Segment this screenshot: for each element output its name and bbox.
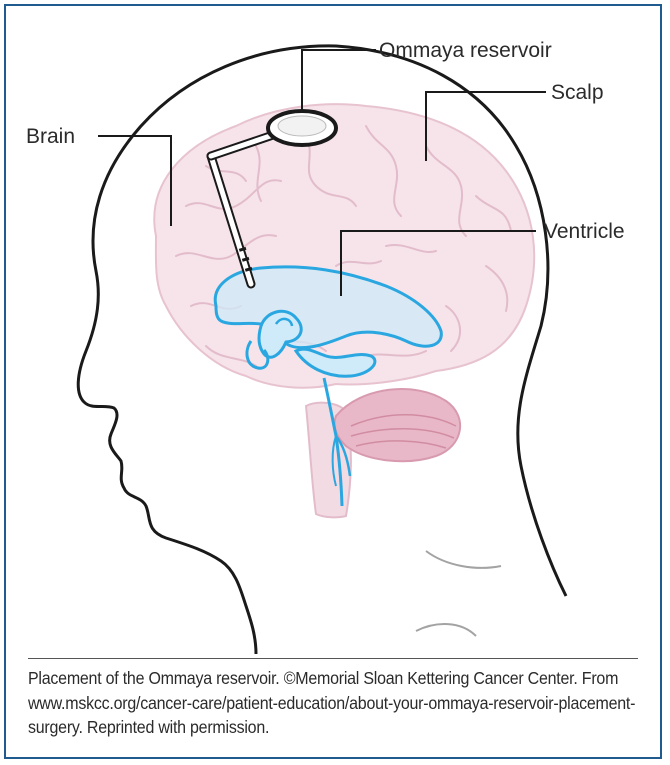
neck-line — [416, 624, 476, 636]
figure-frame: Ommaya reservoir Scalp Brain Ventricle P… — [4, 4, 662, 759]
brain-shape — [154, 104, 534, 388]
ear-outline — [426, 551, 501, 568]
label-ommaya-reservoir: Ommaya reservoir — [379, 39, 552, 62]
caption-divider — [28, 658, 638, 659]
label-ventricle: Ventricle — [544, 220, 625, 243]
callout-line-ommaya — [302, 50, 376, 111]
figure-caption: Placement of the Ommaya reservoir. ©Memo… — [28, 666, 647, 740]
label-scalp: Scalp — [551, 81, 604, 104]
ommaya-diagram: Ommaya reservoir Scalp Brain Ventricle — [6, 6, 660, 654]
label-brain: Brain — [26, 125, 75, 148]
